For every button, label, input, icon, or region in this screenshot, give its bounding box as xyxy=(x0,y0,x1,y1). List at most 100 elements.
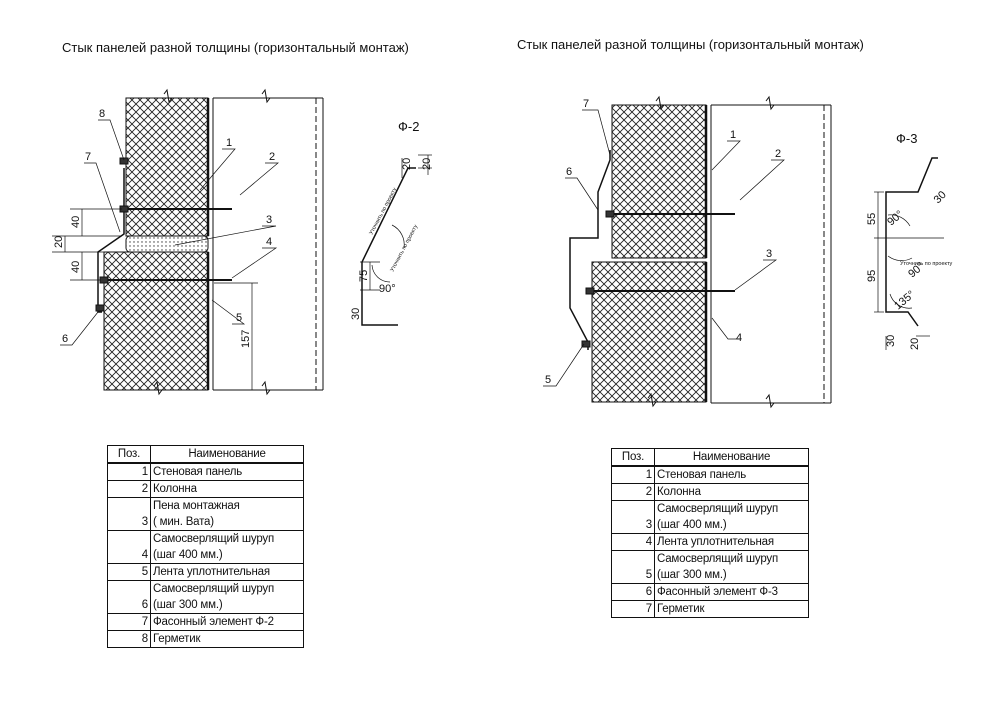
table-cell-line: Самосверлящий шуруп xyxy=(657,553,778,565)
table-cell-name: Самосверлящий шуруп (шаг 300 мм.) xyxy=(654,550,809,584)
right-element-dim-20: 20 xyxy=(909,338,921,350)
right-table-header-pos: Поз. xyxy=(611,448,655,467)
left-dim-40a: 40 xyxy=(70,216,82,228)
left-callout-3: 3 xyxy=(266,214,272,226)
right-upper-panel xyxy=(611,95,708,259)
table-cell-name: Фасонный элемент Ф-3 xyxy=(654,583,809,601)
table-cell-name: Фасонный элемент Ф-2 xyxy=(150,613,304,631)
right-callout-2: 2 xyxy=(775,148,781,160)
right-element-dim-55: 55 xyxy=(866,213,878,225)
left-dimensions xyxy=(52,208,258,390)
left-element-angle: 90° xyxy=(379,283,396,295)
right-element-note: Уточнить по проекту xyxy=(900,261,953,267)
table-cell-line: Самосверлящий шуруп xyxy=(153,583,274,595)
left-element-dim-20a: 20 xyxy=(401,158,413,170)
table-cell-pos: 8 xyxy=(107,630,151,648)
table-cell-name: Стеновая панель xyxy=(654,465,809,484)
table-cell-name: Пена монтажная( мин. Вата) xyxy=(150,497,304,531)
left-element-dim-30: 30 xyxy=(350,308,362,320)
table-cell-pos: 6 xyxy=(611,583,655,601)
left-dim-157: 157 xyxy=(240,330,252,348)
table-cell-line: Лента уплотнительная xyxy=(657,536,774,548)
table-cell-name: Самосверлящий шуруп(шаг 400 мм.) xyxy=(654,500,809,534)
left-detail: Стык панелей разной толщины (горизонталь… xyxy=(52,40,433,396)
left-callout-6: 6 xyxy=(62,333,68,345)
right-element-dim-95: 95 xyxy=(866,270,878,282)
right-element-label: Ф-3 xyxy=(896,131,917,146)
table-cell-pos: 7 xyxy=(611,600,655,618)
table-cell-line: (шаг 300 мм.) xyxy=(153,599,223,611)
table-cell-pos: 3 xyxy=(611,500,655,534)
table-cell-pos: 4 xyxy=(107,530,151,564)
table-cell-line: Пена монтажная xyxy=(153,500,240,512)
right-profile-f3: Ф-3 30 55 95 30 20 90° 90° 135° Уточнить… xyxy=(866,131,953,350)
right-title: Стык панелей разной толщины (горизонталь… xyxy=(517,37,864,52)
table-cell-pos: 3 xyxy=(107,497,151,531)
table-cell-line: Герметик xyxy=(657,603,705,615)
table-cell-line: Герметик xyxy=(153,633,201,645)
left-column xyxy=(212,88,324,396)
left-lower-panel xyxy=(103,251,210,396)
right-callout-6: 6 xyxy=(566,166,572,178)
table-cell-pos: 1 xyxy=(107,462,151,481)
left-dim-20: 20 xyxy=(53,236,65,248)
left-callout-8: 8 xyxy=(99,108,105,120)
table-cell-name: Колонна xyxy=(150,480,304,498)
right-table-header: Поз. Наименование xyxy=(611,448,809,467)
left-upper-panel xyxy=(125,88,210,237)
left-callout-4: 4 xyxy=(266,236,272,248)
left-element-note-2: Уточнить по проекту xyxy=(389,224,419,273)
left-table-header: Поз. Наименование xyxy=(107,445,304,464)
right-element-angle-135: 135° xyxy=(892,288,917,312)
table-cell-pos: 6 xyxy=(107,580,151,614)
left-leaders xyxy=(60,119,279,346)
left-callout-7: 7 xyxy=(85,151,91,163)
right-element-dim-30b: 30 xyxy=(885,335,897,347)
table-cell-line: Стеновая панель xyxy=(657,469,747,481)
table-cell-name: Лента уплотнительная xyxy=(654,533,809,551)
right-leaders xyxy=(543,109,785,387)
table-cell-name: Герметик xyxy=(150,630,304,648)
right-lower-panel xyxy=(591,261,708,408)
left-table-header-name: Наименование xyxy=(150,445,304,464)
table-cell-line: (шаг 300 мм.) xyxy=(657,569,727,581)
table-cell-name: Колонна xyxy=(654,483,809,501)
left-callout-2: 2 xyxy=(269,151,275,163)
table-cell-line: Самосверлящий шуруп xyxy=(153,533,274,545)
right-screws xyxy=(581,210,735,348)
left-screws xyxy=(95,157,232,312)
table-cell-pos: 7 xyxy=(107,613,151,631)
table-cell-line: Самосверлящий шуруп xyxy=(657,503,778,515)
left-element-label: Ф-2 xyxy=(398,119,419,134)
left-dim-40b: 40 xyxy=(70,261,82,273)
table-cell-pos: 1 xyxy=(611,465,655,484)
right-callout-3: 3 xyxy=(766,248,772,260)
right-detail: Стык панелей разной толщины (горизонталь… xyxy=(517,37,953,409)
left-callout-5: 5 xyxy=(236,312,242,324)
table-cell-name: Стеновая панель xyxy=(150,462,304,481)
left-element-dim-75: 75 xyxy=(358,270,370,282)
table-cell-name: Лента уплотнительная xyxy=(150,563,304,581)
left-table-header-pos: Поз. xyxy=(107,445,151,464)
table-cell-pos: 4 xyxy=(611,533,655,551)
right-element-angle-90a: 90° xyxy=(885,208,905,228)
table-cell-line: (шаг 400 мм.) xyxy=(153,549,223,561)
left-callout-1: 1 xyxy=(226,137,232,149)
right-callout-4: 4 xyxy=(736,332,742,344)
table-cell-pos: 2 xyxy=(611,483,655,501)
right-callout-7: 7 xyxy=(583,98,589,110)
